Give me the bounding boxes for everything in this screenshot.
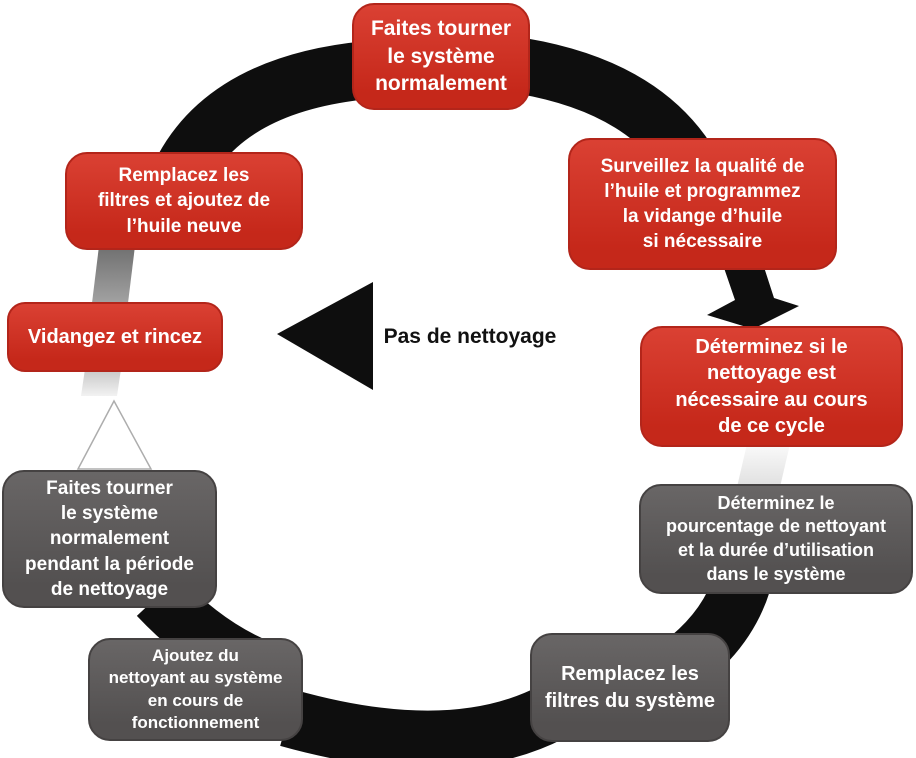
step-determine-cleaning: Déterminez si le nettoyage est nécessair…: [640, 326, 903, 447]
down-arrow-icon: [707, 264, 799, 329]
no-cleaning-arrow-icon: [277, 282, 373, 390]
transition-band-left-upper: [92, 246, 135, 303]
step-replace-filters-add-oil: Remplacez les filtres et ajoutez de l’hu…: [65, 152, 303, 250]
ring-segment-bottom: [280, 685, 566, 758]
transition-band-right: [737, 444, 790, 487]
step-replace-system-filters: Remplacez les filtres du système: [530, 633, 730, 742]
ring-segment-top-right: [517, 38, 712, 176]
up-arrow-icon: [76, 399, 153, 470]
step-drain-rinse: Vidangez et rincez: [7, 302, 223, 372]
step-add-cleaner: Ajoutez du nettoyant au système en cours…: [88, 638, 303, 741]
transition-band-left-lower: [81, 369, 121, 396]
step-run-during-cleaning: Faites tourner le système normalement pe…: [2, 470, 217, 608]
no-cleaning-label: Pas de nettoyage: [383, 325, 557, 348]
step-run-normally: Faites tourner le système normalement: [352, 3, 530, 110]
step-determine-percentage: Déterminez le pourcentage de nettoyant e…: [639, 484, 913, 594]
step-monitor-oil: Surveillez la qualité de l’huile et prog…: [568, 138, 837, 270]
